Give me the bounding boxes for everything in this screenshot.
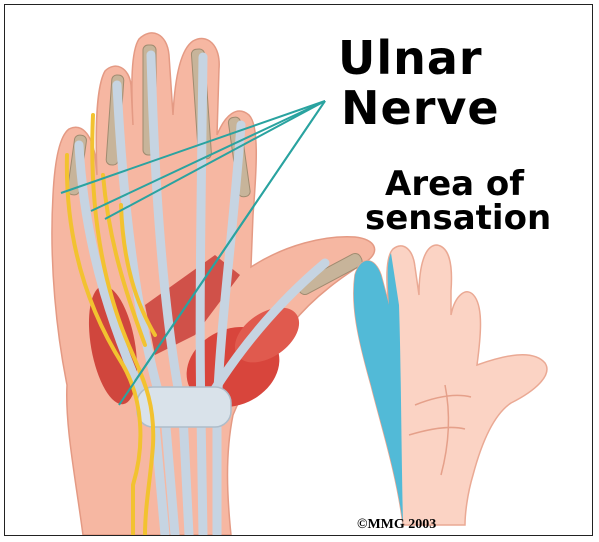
area-title-line1: Area of [385,167,524,201]
anatomical-hand [52,33,375,535]
nerve-title-line1: Ulnar [338,35,483,81]
area-title-line2: sensation [365,201,551,235]
sensation-hand [354,245,547,525]
copyright-notice: ©MMG 2003 [357,517,436,533]
hand-anatomy-illustration [5,5,593,536]
diagram-frame: Ulnar Nerve Area of sensation ©MMG 2003 [4,4,593,536]
nerve-title-line2: Nerve [341,85,500,131]
